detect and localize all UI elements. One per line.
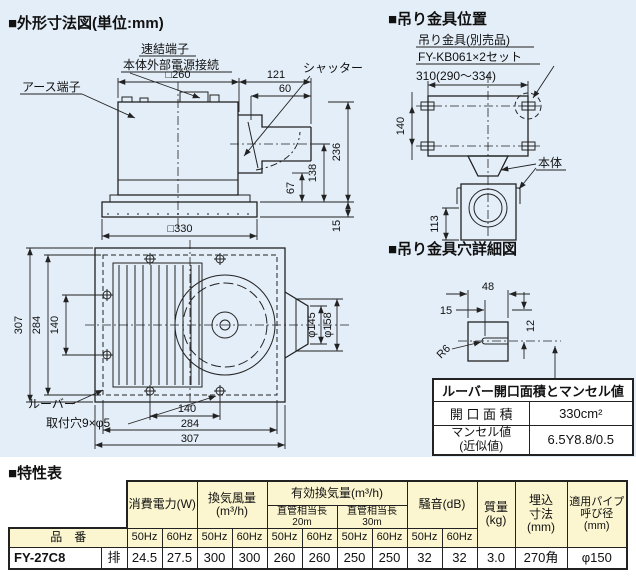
power-header: 消費電力(W) xyxy=(126,480,198,529)
dim-body-width: □260 xyxy=(166,69,191,81)
bracket-linework: 140 113 xyxy=(395,74,542,241)
spec-value: 32 xyxy=(406,546,443,570)
louver-label: ルーバー xyxy=(28,397,76,411)
spec-section-title: ■特性表 xyxy=(8,465,63,482)
external-power-label: 本体外部電源接続 xyxy=(123,57,219,72)
opening-area-label: 開 口 面 積 xyxy=(432,400,530,426)
dim-h-outer: 307 xyxy=(181,433,199,445)
dim-bracket-depth: 140 xyxy=(395,117,407,135)
exhaust-type: 排 xyxy=(100,546,128,570)
hz50-airflow: 50Hz xyxy=(196,527,233,548)
dim-h-inner: 140 xyxy=(178,403,196,415)
hz60-airflow: 60Hz xyxy=(231,527,268,548)
dim-hole-offset: 15 xyxy=(440,305,452,317)
dim-pipe-inner: φ145 xyxy=(306,312,318,338)
louver-table-title: ルーバー開口面積とマンセル値 xyxy=(432,378,634,402)
hz50-power: 50Hz xyxy=(126,527,163,548)
bottom-view-dimensions: 307 284 140 140 284 307 φ145 φ158 xyxy=(13,247,343,449)
dim-hole-width: 48 xyxy=(482,281,494,293)
spec-value: 3.0 xyxy=(476,546,516,570)
hz50-noise: 50Hz xyxy=(406,527,443,548)
spec-value: φ150 xyxy=(566,546,628,570)
spec-value: 24.5 xyxy=(126,546,163,570)
spec-value: 27.5 xyxy=(161,546,198,570)
bottom-view-linework xyxy=(85,240,352,410)
airflow-header: 換気風量 (m³/h) xyxy=(196,480,268,529)
munsell-value: 6.5Y8.8/0.5 xyxy=(528,424,634,456)
bracket-hole-drawing: 48 15 12 R6 xyxy=(435,281,561,378)
spec-value: 300 xyxy=(231,546,268,570)
spec-value: 260 xyxy=(266,546,303,570)
bracket-position-drawing: 吊り金具(別売品) FY-KB061×2セット 310(290〜334) 1 xyxy=(395,32,566,241)
dim-bracket-width: 310(290〜334) xyxy=(416,69,496,83)
hz60-noise: 60Hz xyxy=(441,527,478,548)
dim-bracket-height: 113 xyxy=(429,215,441,233)
body-callout: 本体 xyxy=(500,156,566,190)
dim-duct-bottom-height: 67 xyxy=(285,182,297,194)
model-value: FY-27C8 xyxy=(8,546,102,570)
louver-area-table: ルーバー開口面積とマンセル値 開 口 面 積 330cm² マンセル値 (近似値… xyxy=(432,378,634,456)
spec-value: 300 xyxy=(196,546,233,570)
spec-value: 250 xyxy=(336,546,373,570)
dim-hole-radius: R6 xyxy=(435,343,453,361)
pipe-dia-header: 適用パイプ 呼び径 (mm) xyxy=(566,480,628,548)
embed-dim-header: 埋込 寸法 (mm) xyxy=(514,480,568,548)
dim-v-inner: 140 xyxy=(49,316,61,334)
dim-total-height: 236 xyxy=(331,143,343,161)
bracket-model-label: FY-KB061×2セット xyxy=(418,50,522,64)
side-view-dimensions: □260 121 60 236 138 67 15 □330 xyxy=(101,69,354,240)
duct30-header: 直管相当長30m xyxy=(336,504,408,529)
effective-air-header: 有効換気量(m³/h) xyxy=(266,480,408,506)
spec-value: 250 xyxy=(371,546,408,570)
side-view-callouts: 速結端子 本体外部電源接続 アース端子 シャッター xyxy=(20,42,363,157)
noise-header: 騒音(dB) xyxy=(406,480,478,529)
munsell-label: マンセル値 (近似値) xyxy=(432,424,530,456)
dim-hole-height: 12 xyxy=(525,320,537,332)
bracket-hole-section-title: ■吊り金具穴詳細図 xyxy=(388,241,518,258)
hz60-duct20: 60Hz xyxy=(301,527,338,548)
side-view-drawing: 速結端子 本体外部電源接続 アース端子 シャッター □260 121 60 xyxy=(20,42,363,240)
hz50-duct30: 50Hz xyxy=(336,527,373,548)
hole-detail-linework: 48 15 12 R6 xyxy=(435,281,561,378)
duct20-header: 直管相当長20m xyxy=(266,504,338,529)
spec-table: 消費電力(W) 換気風量 (m³/h) 有効換気量(m³/h) 騒音(dB) 質… xyxy=(8,480,628,570)
side-view-linework xyxy=(101,82,324,228)
dim-duct-offset: 60 xyxy=(279,83,291,95)
mass-header: 質量 (kg) xyxy=(476,480,516,548)
hz60-power: 60Hz xyxy=(161,527,198,548)
earth-terminal-label: アース端子 xyxy=(22,80,81,94)
bracket-section-title: ■吊り金具位置 xyxy=(388,11,488,28)
mount-hole-label: 取付穴9×φ5 xyxy=(46,415,110,430)
hz60-duct30: 60Hz xyxy=(371,527,408,548)
dim-v-outer: 307 xyxy=(13,316,25,334)
bottom-view-drawing: 307 284 140 140 284 307 φ145 φ158 ルーバー xyxy=(13,240,352,449)
dim-duct-length: 121 xyxy=(267,69,285,81)
bracket-label: 吊り金具(別売品) xyxy=(418,32,510,47)
quick-terminal-label: 速結端子 xyxy=(141,42,189,56)
spec-value: 270角 xyxy=(514,546,568,570)
spec-value: 260 xyxy=(301,546,338,570)
shutter-label: シャッター xyxy=(303,61,363,75)
bottom-view-callouts: ルーバー 取付穴9×φ5 xyxy=(28,389,217,430)
mount-holes xyxy=(101,253,226,397)
dim-h-mid: 284 xyxy=(181,418,199,430)
dim-panel-width: □330 xyxy=(168,223,193,235)
outline-section-title: ■外形寸法図(単位:mm) xyxy=(8,15,164,32)
body-label: 本体 xyxy=(538,156,562,170)
spec-value: 32 xyxy=(441,546,478,570)
opening-area-value: 330cm² xyxy=(528,400,634,426)
dim-pipe-outer: φ158 xyxy=(322,312,334,338)
model-header: 品 番 xyxy=(8,527,128,548)
bracket-labels: 吊り金具(別売品) FY-KB061×2セット 310(290〜334) xyxy=(416,32,555,99)
dim-duct-center-height: 138 xyxy=(307,164,319,182)
dim-panel-thickness: 15 xyxy=(331,220,343,232)
dim-v-mid: 284 xyxy=(31,316,43,334)
hz50-duct20: 50Hz xyxy=(266,527,303,548)
